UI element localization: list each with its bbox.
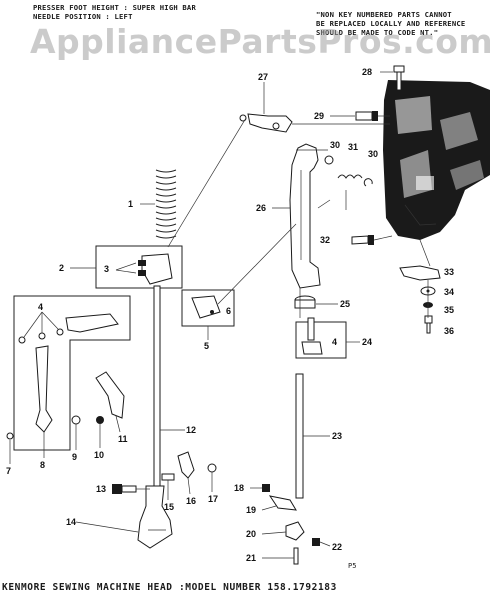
callout-22: 22 xyxy=(332,542,342,552)
callout-4: 4 xyxy=(38,302,43,312)
callout-11: 11 xyxy=(118,434,128,444)
callout-3: 3 xyxy=(104,264,109,274)
callout-26: 26 xyxy=(256,203,266,213)
callout-32: 32 xyxy=(320,235,330,245)
part-25-collar xyxy=(294,295,338,309)
callout-34: 34 xyxy=(444,287,454,297)
leader-lines xyxy=(167,117,301,318)
watermark: AppliancePartsPros.com xyxy=(30,22,490,61)
part-5-6-clamp xyxy=(181,289,235,340)
callout-21: 21 xyxy=(246,553,256,563)
parts-18-22-needle-clamp xyxy=(250,484,331,565)
non-key-note-line-3: SHOULD BE MADE TO CODE NT." xyxy=(316,28,439,37)
part-30-31-spring xyxy=(324,155,373,210)
callout-27: 27 xyxy=(258,72,268,82)
callout-20: 20 xyxy=(246,529,256,539)
callout-10: 10 xyxy=(94,450,104,460)
non-key-note-line-2: BE REPLACED LOCALLY AND REFERENCE xyxy=(316,19,466,28)
callout-8: 8 xyxy=(40,460,45,470)
callout-6: 6 xyxy=(226,306,231,316)
callout-12: 12 xyxy=(186,425,196,435)
page-mark: P5 xyxy=(348,562,357,570)
part-13-screw xyxy=(112,484,150,494)
part-24-clamp-box xyxy=(295,317,360,359)
callout-30b: 30 xyxy=(368,149,378,159)
part-14-presser-foot xyxy=(75,485,173,549)
part-2-3-guide-block xyxy=(70,245,183,289)
callout-5: 5 xyxy=(204,341,209,351)
callout-1: 1 xyxy=(128,199,133,209)
callout-24: 24 xyxy=(362,337,372,347)
callout-31: 31 xyxy=(348,142,358,152)
lever-frame-assembly xyxy=(6,295,131,464)
callout-15: 15 xyxy=(164,502,174,512)
callout-17: 17 xyxy=(208,494,218,504)
callout-30: 30 xyxy=(330,140,340,150)
model-number-caption: KENMORE SEWING MACHINE HEAD :MODEL NUMBE… xyxy=(2,582,337,593)
callout-33: 33 xyxy=(444,267,454,277)
part-1-spring xyxy=(140,169,177,239)
part-23-needle-bar xyxy=(295,373,330,499)
callout-18: 18 xyxy=(234,483,244,493)
callout-2: 2 xyxy=(59,263,64,273)
callout-19: 19 xyxy=(246,505,256,515)
callout-9: 9 xyxy=(72,452,77,462)
part-32-screw xyxy=(351,235,393,245)
callout-13: 13 xyxy=(96,484,106,494)
callout-4b: 4 xyxy=(332,337,337,347)
needle-position-note: NEEDLE POSITION : LEFT xyxy=(33,12,133,21)
callout-29: 29 xyxy=(314,111,324,121)
machine-head-casting xyxy=(383,80,490,240)
part-26-bracket xyxy=(272,143,331,289)
callout-28: 28 xyxy=(362,67,372,77)
part-28-screw xyxy=(380,65,405,91)
part-27-thread-guide xyxy=(239,82,390,133)
callout-35: 35 xyxy=(444,305,454,315)
part-29-screw xyxy=(330,111,390,121)
callout-36: 36 xyxy=(444,326,454,336)
callout-14: 14 xyxy=(66,517,76,527)
callout-7: 7 xyxy=(6,466,11,476)
callout-25: 25 xyxy=(340,299,350,309)
presser-foot-height-note: PRESSER FOOT HEIGHT : SUPER HIGH BAR xyxy=(33,3,196,12)
callout-numbers: 1 2 3 4 5 6 7 8 9 10 11 12 13 14 15 16 1… xyxy=(6,67,454,563)
parts-33-36-lever-assembly xyxy=(399,239,441,334)
parts-15-16-17 xyxy=(161,451,217,500)
callout-16: 16 xyxy=(186,496,196,506)
non-key-note-line-1: "NON KEY NUMBERED PARTS CANNOT xyxy=(316,10,452,19)
callout-23: 23 xyxy=(332,431,342,441)
